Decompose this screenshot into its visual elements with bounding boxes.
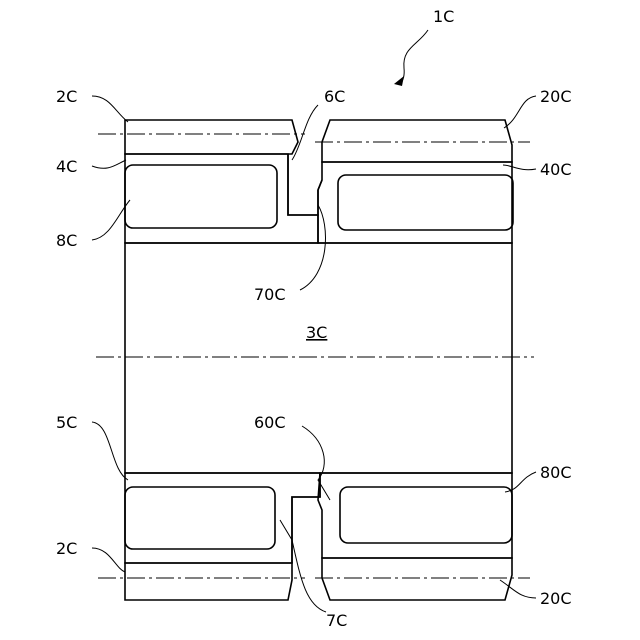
label-7c: 7C <box>326 611 347 630</box>
outer-ring-top-right <box>322 120 512 162</box>
label-5c: 5C <box>56 413 77 432</box>
leader-4c <box>92 160 126 168</box>
label-2c-bottom: 2C <box>56 539 77 558</box>
layer-top-left <box>125 154 318 243</box>
label-20c-bottom: 20C <box>540 589 572 608</box>
layer-bottom-right <box>318 473 512 558</box>
label-70c: 70C <box>254 285 286 304</box>
core-bottom-right <box>340 487 512 543</box>
outer-ring-bottom-left <box>125 563 292 600</box>
label-3c: 3C <box>306 323 327 342</box>
bore <box>125 243 512 473</box>
leader-20c-top <box>504 96 536 128</box>
label-1c: 1C <box>433 7 454 26</box>
core-top-right <box>338 175 513 230</box>
leader-5c <box>92 422 128 480</box>
label-60c: 60C <box>254 413 286 432</box>
core-bottom-left <box>125 487 275 549</box>
leader-2c-top <box>92 96 128 122</box>
leader-20c-bottom <box>500 580 536 598</box>
outer-ring-top-left <box>125 120 298 154</box>
leader-60c <box>302 426 330 500</box>
label-40c: 40C <box>540 160 572 179</box>
arrow-1c <box>394 76 404 86</box>
label-2c-top: 2C <box>56 87 77 106</box>
leader-2c-bottom <box>92 548 125 572</box>
slit-bottom <box>292 473 320 563</box>
leader-70c <box>300 205 325 290</box>
label-8c: 8C <box>56 231 77 250</box>
core-top-left <box>125 165 277 228</box>
label-6c: 6C <box>324 87 345 106</box>
outer-ring-bottom-right <box>322 558 512 600</box>
label-4c: 4C <box>56 157 77 176</box>
leader-7c <box>280 520 326 612</box>
slit-top <box>288 154 322 215</box>
leader-1c <box>400 30 428 84</box>
label-20c-top: 20C <box>540 87 572 106</box>
label-80c: 80C <box>540 463 572 482</box>
leader-40c <box>503 165 536 170</box>
layer-top-right <box>318 162 512 243</box>
